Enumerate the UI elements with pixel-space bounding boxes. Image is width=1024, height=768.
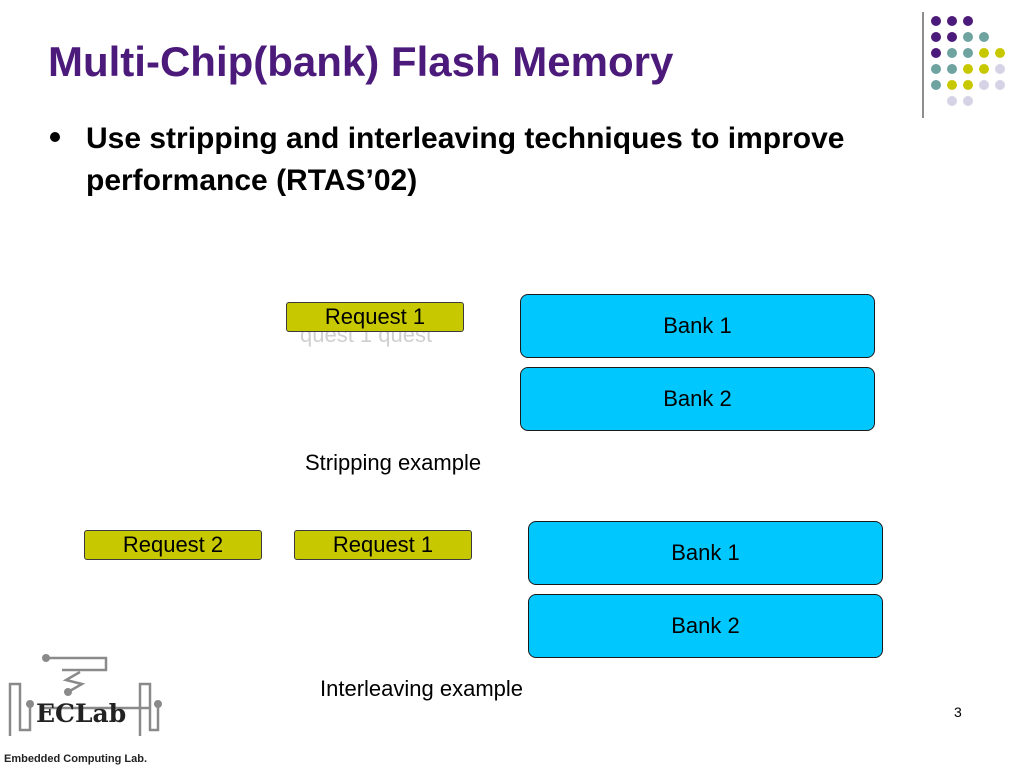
decorative-dot (995, 48, 1005, 58)
decorative-dot (931, 80, 941, 90)
decorative-dot (931, 48, 941, 58)
interleaving-request-2: Request 2 (84, 530, 262, 560)
decorative-dot (979, 80, 989, 90)
decorative-dot (931, 64, 941, 74)
stripping-bank-1: Bank 1 (520, 294, 875, 358)
stripping-bank-2: Bank 2 (520, 367, 875, 431)
interleaving-caption: Interleaving example (320, 676, 524, 701)
decorative-dot (995, 64, 1005, 74)
decorative-dot (963, 32, 973, 42)
decorative-dot (979, 48, 989, 58)
bullet-icon (50, 132, 60, 142)
decorative-dot (947, 96, 957, 106)
decorative-dot (931, 16, 941, 26)
decorative-dot-grid (931, 16, 1011, 120)
interleaving-bank-2: Bank 2 (528, 594, 883, 658)
title-divider (922, 12, 924, 118)
decorative-dot (947, 48, 957, 58)
decorative-dot (963, 64, 973, 74)
bullet-item: Use stripping and interleaving technique… (50, 118, 970, 202)
decorative-dot (947, 32, 957, 42)
decorative-dot (947, 80, 957, 90)
decorative-dot (995, 80, 1005, 90)
decorative-dot (963, 96, 973, 106)
decorative-dot (963, 48, 973, 58)
decorative-dot (963, 16, 973, 26)
eclab-logo-icon (8, 654, 162, 736)
decorative-dot (947, 64, 957, 74)
decorative-dot (979, 32, 989, 42)
decorative-dot (979, 64, 989, 74)
decorative-dot (947, 16, 957, 26)
stripping-request-1: Request 1 (286, 302, 464, 332)
bullet-text: Use stripping and interleaving technique… (86, 122, 845, 197)
page-number: 3 (954, 704, 962, 720)
interleaving-request-1: Request 1 (294, 530, 472, 560)
eclab-logo-text: ECLab (36, 699, 127, 728)
decorative-dot (963, 80, 973, 90)
decorative-dot (931, 32, 941, 42)
stripping-caption: Stripping example (305, 450, 482, 475)
eclab-logo-subtitle: Embedded Computing Lab. (4, 753, 147, 765)
slide-title: Multi-Chip(bank) Flash Memory (48, 38, 674, 85)
interleaving-bank-1: Bank 1 (528, 521, 883, 585)
